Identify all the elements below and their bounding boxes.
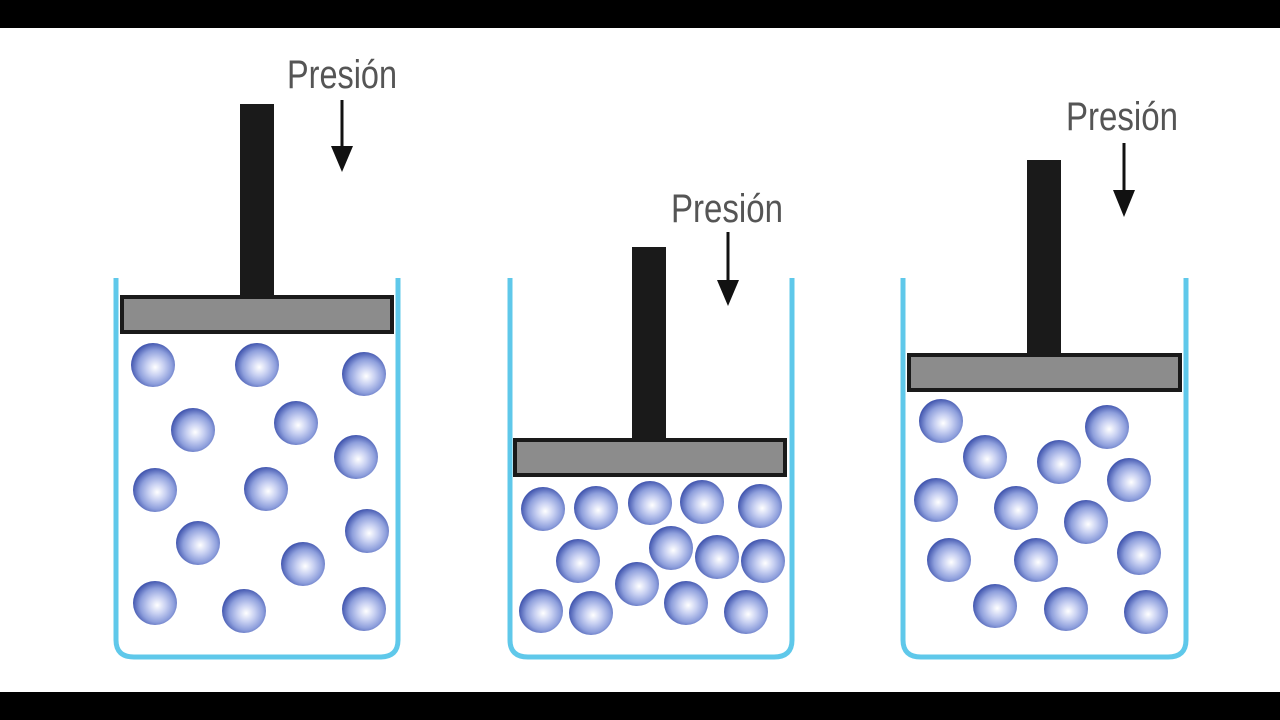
pressure-label-1: Presión [287,53,397,97]
particle [171,408,215,452]
particle [1124,590,1168,634]
particle [521,487,565,531]
particle [342,352,386,396]
piston-plate-1 [120,295,394,334]
particle [1085,405,1129,449]
letterbox-top [0,0,1280,28]
gas-particles-2 [519,480,785,635]
particle [574,486,618,530]
particle [649,526,693,570]
particle [342,587,386,631]
particle [176,521,220,565]
diagram-compressed: Presión [507,187,795,660]
piston-plate-3 [907,353,1182,392]
particle [235,343,279,387]
piston-rod-3 [1027,160,1061,356]
particle [628,481,672,525]
particle [927,538,971,582]
particle [919,399,963,443]
gas-particles-3 [914,399,1168,634]
particle [963,435,1007,479]
container-3 [900,278,1189,660]
particle [345,509,389,553]
diagram-expanded: Presión [900,95,1189,660]
particle [274,401,318,445]
letterbox-bottom [0,692,1280,720]
particle [519,589,563,633]
particle [133,581,177,625]
particle [994,486,1038,530]
particle [334,435,378,479]
particle [615,562,659,606]
particle [1037,440,1081,484]
particle [556,539,600,583]
particle [1014,538,1058,582]
container-2 [507,278,795,660]
pressure-label-3: Presión [1066,95,1178,139]
particle [1044,587,1088,631]
particle [222,589,266,633]
particle [724,590,768,634]
particle [741,539,785,583]
particle [973,584,1017,628]
particle [680,480,724,524]
particle [914,478,958,522]
piston-plate-2 [513,438,787,477]
particle [131,343,175,387]
down-arrow-icon [717,232,739,306]
pressure-label-2: Presión [671,187,783,231]
down-arrow-icon [1113,143,1135,217]
particle [281,542,325,586]
particle [695,535,739,579]
particle [1107,458,1151,502]
diagram-initial: Presión [113,53,401,660]
particle [738,484,782,528]
down-arrow-icon [331,100,353,172]
particle [664,581,708,625]
particle [1117,531,1161,575]
particle [1064,500,1108,544]
particle [244,467,288,511]
particle [133,468,177,512]
container-1 [113,278,401,660]
piston-rod-2 [632,247,666,441]
gas-particles-1 [131,343,389,633]
piston-rod-1 [240,104,274,298]
particle [569,591,613,635]
